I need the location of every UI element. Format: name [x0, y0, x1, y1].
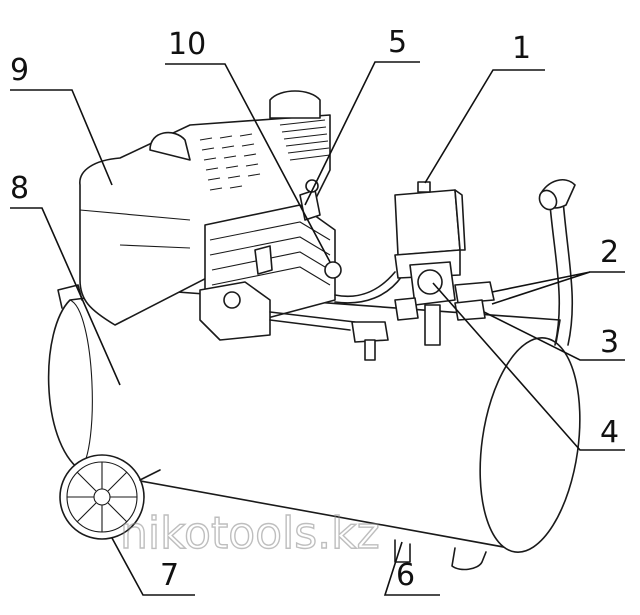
leader-5 [304, 61, 420, 206]
leader-9 [10, 89, 113, 186]
leader-7 [111, 537, 195, 596]
pipes [269, 271, 403, 361]
callout-10: 10 [168, 27, 206, 62]
leader-4 [432, 282, 625, 451]
callout-8: 8 [10, 171, 29, 206]
leader-10 [165, 63, 331, 263]
callout-5: 5 [388, 25, 407, 60]
callout-7: 7 [160, 558, 179, 593]
leader-6 [383, 541, 440, 596]
leader-1 [424, 69, 545, 184]
callout-3: 3 [600, 325, 619, 360]
leader-8 [10, 207, 121, 386]
callout-9: 9 [10, 53, 29, 88]
wheel [59, 454, 161, 540]
leader-3 [483, 311, 625, 361]
callout-labels: 1 2 3 4 5 6 7 8 9 10 [10, 25, 619, 593]
leader-lines [10, 61, 625, 596]
watermark: nikotools.kz [120, 508, 380, 559]
pump-head [199, 179, 342, 341]
callout-2: 2 [600, 235, 619, 270]
callout-4: 4 [600, 415, 619, 450]
callout-6: 6 [396, 558, 415, 593]
cover-vents [199, 119, 331, 191]
leader-2 [491, 271, 625, 305]
motor-cover [79, 90, 331, 326]
air-tank [47, 289, 581, 571]
callout-1: 1 [512, 31, 531, 66]
